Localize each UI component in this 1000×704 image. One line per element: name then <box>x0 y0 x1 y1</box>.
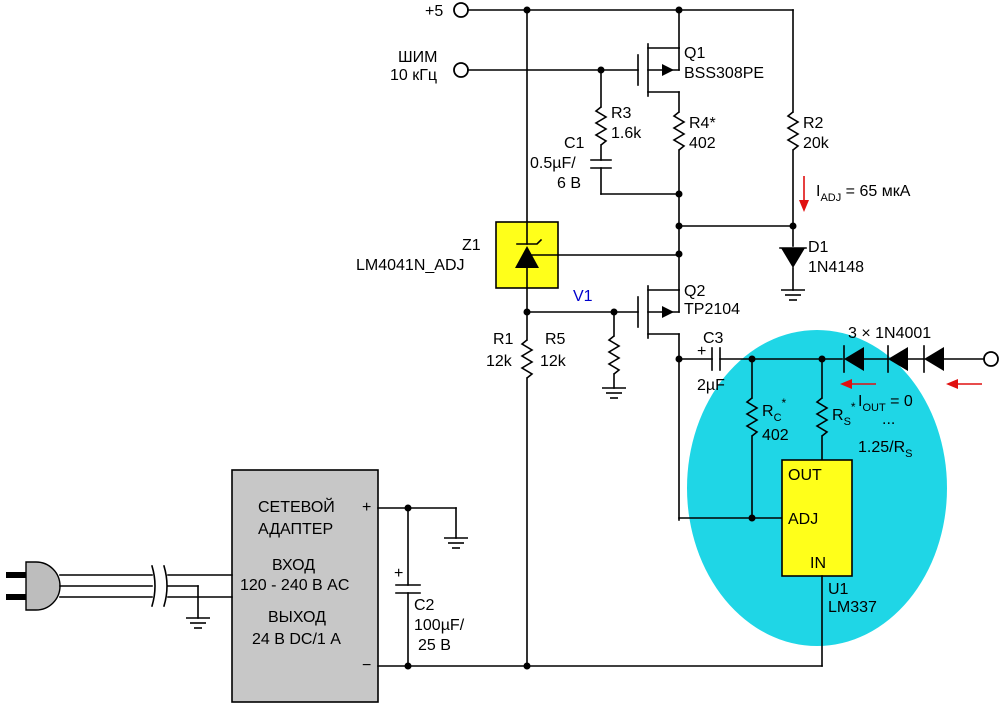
z1-part: LM4041N_ADJ <box>356 257 465 274</box>
svg-text:1.25/RS: 1.25/RS <box>858 439 912 460</box>
adapter-line4: 120 - 240 В AC <box>240 577 349 594</box>
adapter-line6: 24 В DC/1 А <box>252 631 341 648</box>
adapter-line5: ВЫХОД <box>268 609 326 626</box>
r2-ref: R2 <box>803 115 824 132</box>
iadj-main: I <box>816 183 820 200</box>
r3-ref: R3 <box>611 105 632 122</box>
svg-text:RC*: RC* <box>762 396 787 424</box>
q1-ref: Q1 <box>684 45 705 62</box>
u1-pin-adj: ADJ <box>788 511 818 528</box>
c3-ref: C3 <box>703 330 724 347</box>
iout-dots: ... <box>882 411 895 428</box>
z1-ref: Z1 <box>462 237 481 254</box>
pwm-label-line2: 10 кГц <box>390 67 437 84</box>
iout-max-sub: S <box>905 448 912 460</box>
r3-val: 1.6k <box>611 125 642 142</box>
iout-sub: OUT <box>862 402 886 414</box>
c2-capacitor <box>395 584 421 594</box>
d1-ref: D1 <box>808 239 829 256</box>
svg-text:RS*: RS* <box>832 400 856 428</box>
r1-val: 12k <box>486 353 513 370</box>
r5-ref: R5 <box>545 331 566 348</box>
adapter-ground-symbol <box>444 537 468 549</box>
c2-val1: 100µF/ <box>414 617 465 634</box>
r4-resistor <box>672 111 686 151</box>
q1-mosfet-symbol <box>637 9 680 113</box>
c2-val2: 25 В <box>418 637 451 654</box>
output-terminal <box>983 351 999 367</box>
r1-resistor <box>520 339 534 379</box>
rc-val: 402 <box>762 427 789 444</box>
q2-mosfet-symbol <box>637 285 680 521</box>
d1-ground-symbol <box>781 289 805 301</box>
rc-resistor <box>745 397 759 437</box>
r1-ref: R1 <box>493 331 514 348</box>
adapter-box <box>231 469 379 703</box>
v1-node-label: V1 <box>573 288 593 305</box>
r5-ground-symbol <box>602 387 626 399</box>
r5-resistor <box>607 335 621 375</box>
u1-ic-body <box>781 459 853 577</box>
iadj-sub: ADJ <box>820 192 841 204</box>
adapter-line3: ВХОД <box>272 557 315 574</box>
mains-cord <box>59 565 233 619</box>
c2-plus: + <box>394 565 403 582</box>
rc-star: * <box>782 396 787 410</box>
r4-ref: R4* <box>689 115 716 132</box>
r4-val: 402 <box>689 135 716 152</box>
r2-val: 20k <box>803 135 830 152</box>
u1-pin-out: OUT <box>788 467 822 484</box>
pwm-terminal <box>453 62 469 78</box>
svg-text:IOUT = 0: IOUT = 0 <box>858 393 913 414</box>
rc-ref: R <box>762 403 774 420</box>
c3-val: 2µF <box>697 377 725 394</box>
d1-diode <box>779 247 807 268</box>
r3-resistor <box>594 106 608 146</box>
c3-capacitor <box>711 347 721 371</box>
r2-resistor <box>786 111 800 151</box>
d1-part: 1N4148 <box>808 259 864 276</box>
z1-zener-symbol <box>515 221 559 289</box>
adapter-minus: − <box>362 657 371 674</box>
iout-max: 1.25/R <box>858 439 905 456</box>
iout-main: I <box>858 393 862 410</box>
rs-resistor <box>815 397 829 437</box>
q2-ref: Q2 <box>684 283 705 300</box>
rc-sub: C <box>774 412 782 424</box>
q1-part: BSS308PE <box>684 65 764 82</box>
c1-capacitor <box>590 159 612 169</box>
pwm-label-line1: ШИМ <box>398 49 438 66</box>
rs-star: * <box>851 400 856 414</box>
rs-ref: R <box>832 407 844 424</box>
svg-text:IADJ = 65 мкА: IADJ = 65 мкА <box>816 183 911 204</box>
adapter-plus: + <box>362 499 371 516</box>
r5-val: 12k <box>540 353 567 370</box>
u1-ref: U1 <box>828 581 849 598</box>
diodes-label: 3 × 1N4001 <box>848 325 931 342</box>
u1-pin-in: IN <box>810 555 826 572</box>
c2-ref: C2 <box>414 597 435 614</box>
mains-ground-symbol <box>186 617 210 629</box>
vplus-terminal <box>453 2 469 18</box>
c3-plus: + <box>697 343 706 360</box>
adapter-line2: АДАПТЕР <box>258 521 333 538</box>
iout-val: = 0 <box>886 393 913 410</box>
adapter-line1: СЕТЕВОЙ <box>258 497 335 516</box>
c1-val1: 0.5µF/ <box>530 155 576 172</box>
mains-plug <box>6 561 61 611</box>
rs-sub: S <box>844 416 851 428</box>
input-diode-chain <box>843 345 985 373</box>
c1-val2: 6 В <box>557 175 581 192</box>
c1-ref: C1 <box>564 135 585 152</box>
vplus-label: +5 <box>425 3 443 20</box>
iadj-val: = 65 мкА <box>841 183 910 200</box>
q2-part: TP2104 <box>684 301 740 318</box>
u1-part: LM337 <box>828 599 877 616</box>
